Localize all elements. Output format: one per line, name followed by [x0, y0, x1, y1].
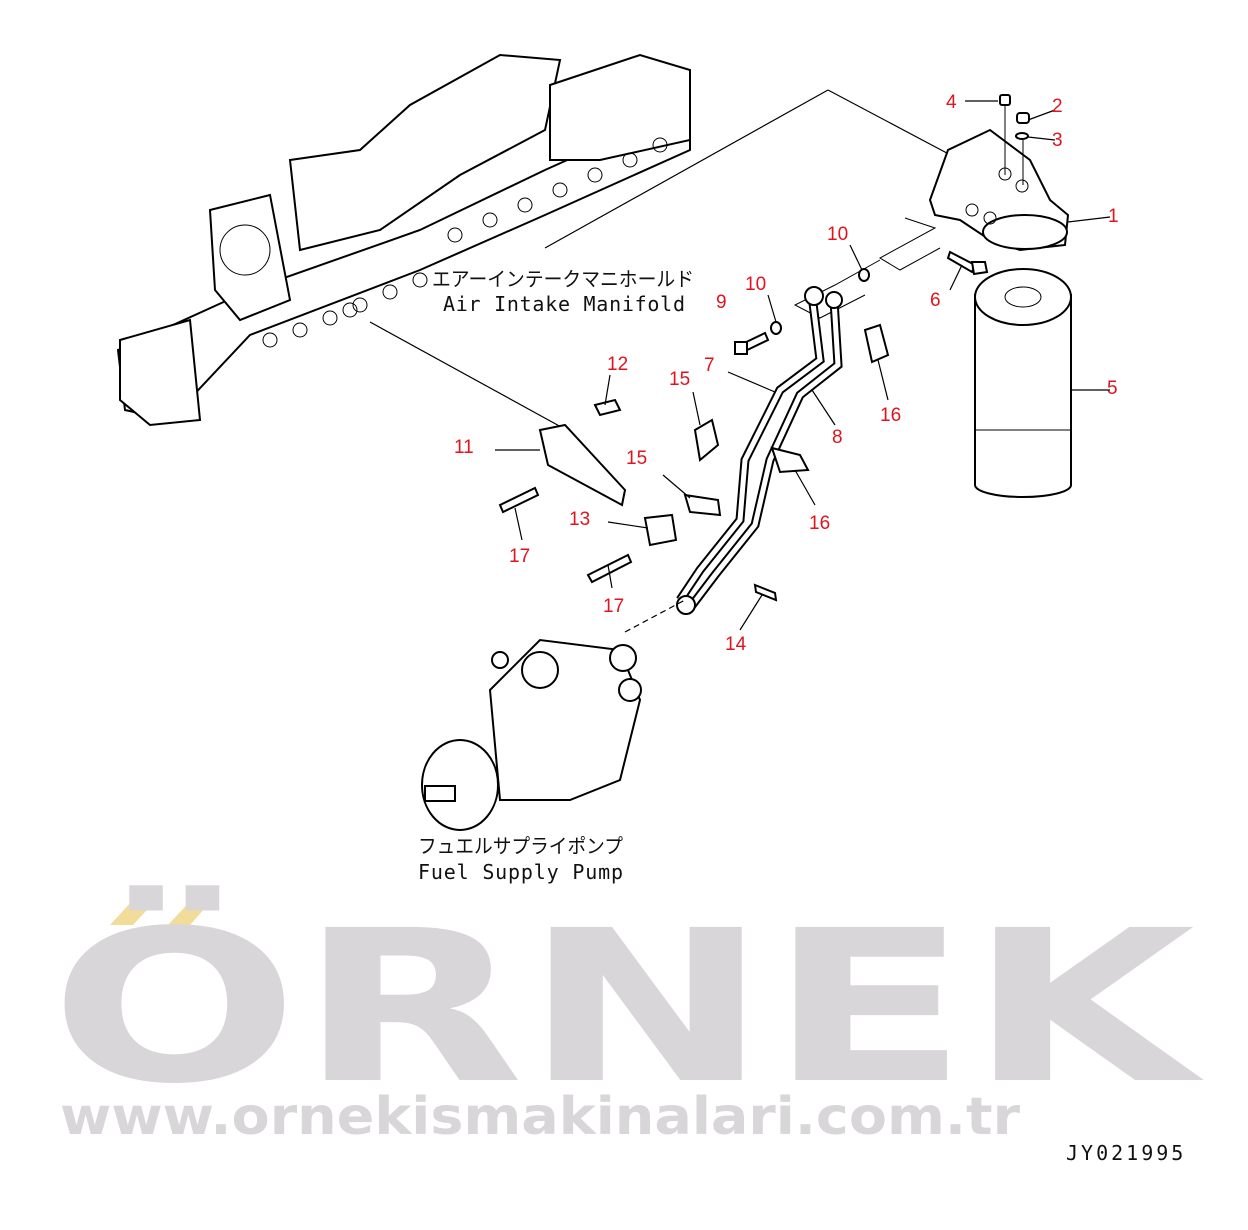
- pump-caption-jp: フュエルサプライポンプ: [418, 834, 623, 858]
- callout-10a[interactable]: 10: [827, 224, 848, 245]
- watermark-accent-right: [168, 898, 214, 925]
- fuel-filter-head-drawing: [928, 128, 1070, 252]
- callout-16a[interactable]: 16: [880, 405, 901, 426]
- drawing-code: JY021995: [1066, 1141, 1186, 1165]
- callout-11[interactable]: 11: [454, 437, 474, 458]
- pump-caption-en: Fuel Supply Pump: [418, 860, 623, 884]
- callout-7[interactable]: 7: [704, 355, 715, 376]
- callout-5[interactable]: 5: [1107, 378, 1118, 399]
- callout-12[interactable]: 12: [607, 354, 628, 375]
- callout-labels: 4 2 3 1 10 10 9 6 5 12 7 15 16 8 11 15 1…: [454, 92, 1119, 655]
- callout-leaders: [495, 100, 1111, 631]
- manifold-caption-jp: エアーインテークマニホールド: [432, 267, 694, 291]
- callout-2[interactable]: 2: [1052, 96, 1063, 117]
- fuel-supply-pump-drawing: [421, 638, 642, 831]
- callout-3[interactable]: 3: [1052, 130, 1063, 151]
- callout-13[interactable]: 13: [569, 509, 590, 530]
- callout-8[interactable]: 8: [832, 427, 843, 448]
- manifold-caption-en: Air Intake Manifold: [443, 292, 685, 316]
- watermark: ÖRNEK www.ornekismakinalari.com.tr: [50, 884, 1205, 1147]
- callout-1[interactable]: 1: [1108, 206, 1119, 227]
- clamps-and-bracket-drawing: [498, 323, 890, 602]
- callout-4[interactable]: 4: [946, 92, 957, 113]
- callout-10b[interactable]: 10: [745, 274, 766, 295]
- callout-17a[interactable]: 17: [509, 546, 530, 567]
- air-intake-manifold-drawing: [116, 53, 691, 427]
- watermark-brand: ÖRNEK: [50, 884, 1205, 1130]
- callout-6[interactable]: 6: [930, 290, 941, 311]
- fuel-filter-cartridge-drawing: [974, 268, 1072, 498]
- callout-16b[interactable]: 16: [809, 513, 830, 534]
- callout-15a[interactable]: 15: [669, 369, 690, 390]
- callout-15b[interactable]: 15: [626, 448, 647, 469]
- callout-17b[interactable]: 17: [603, 596, 624, 617]
- watermark-accent-left: [110, 898, 158, 925]
- callout-9[interactable]: 9: [716, 292, 727, 313]
- fuel-tubes-drawing: [676, 286, 843, 615]
- callout-14[interactable]: 14: [725, 634, 747, 655]
- watermark-url: www.ornekismakinalari.com.tr: [60, 1087, 1020, 1147]
- small-hardware-drawing: [734, 94, 1030, 355]
